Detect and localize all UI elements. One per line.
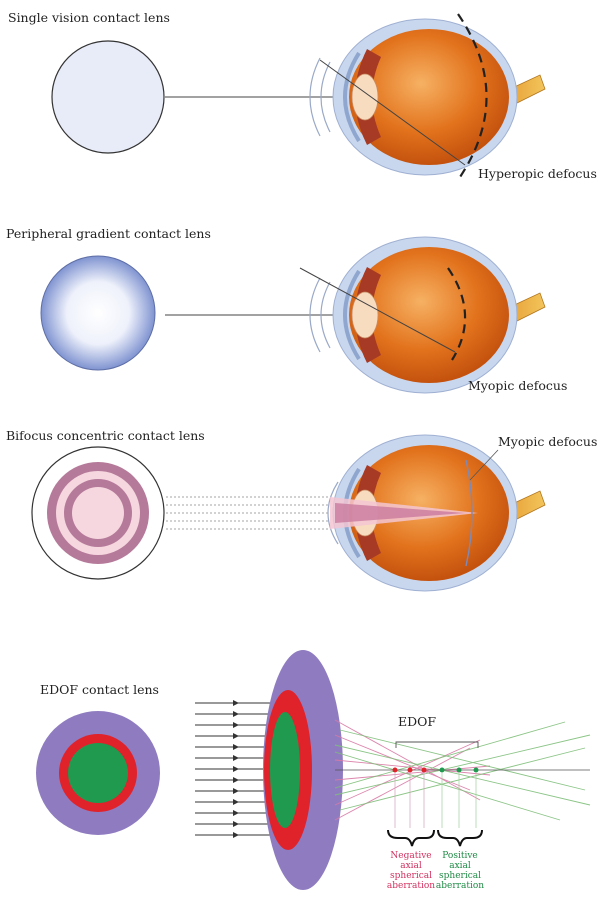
svg-text:aberration: aberration: [387, 881, 435, 891]
negative-brace: [388, 830, 434, 846]
parallel-rays: [166, 497, 330, 529]
lens-center: [72, 487, 124, 539]
panel-title-peripheral-gradient: Peripheral gradient contact lens: [6, 226, 211, 241]
edof-lens-green: [68, 743, 128, 803]
svg-text:Negative: Negative: [390, 851, 431, 861]
edof-lens-side-green: [270, 712, 300, 828]
svg-text:spherical: spherical: [390, 871, 432, 881]
positive-brace: [438, 830, 482, 846]
eye-illustration: [333, 19, 545, 175]
svg-text:axial: axial: [449, 861, 471, 871]
myopic-defocus-label: Myopic defocus: [468, 378, 567, 393]
hyperopic-defocus-label: Hyperopic defocus: [478, 166, 597, 181]
panel-title-bifocus: Bifocus concentric contact lens: [6, 428, 205, 443]
panel-bifocus-concentric: Bifocus concentric contact lens Myopic d…: [6, 428, 597, 591]
panel-title-single-vision: Single vision contact lens: [8, 10, 170, 25]
myopic-defocus-label-2: Myopic defocus: [498, 434, 597, 449]
svg-text:spherical: spherical: [439, 871, 481, 881]
panel-peripheral-gradient: Peripheral gradient contact lens Myopic …: [6, 226, 567, 393]
ray-arrowheads: [233, 700, 239, 838]
negative-aberration-label: Negative axial spherical aberration: [387, 851, 435, 891]
exit-rays-positive: [335, 722, 590, 820]
single-vision-lens: [52, 41, 164, 153]
peripheral-gradient-lens: [41, 256, 155, 370]
panel-single-vision: Single vision contact lens Hyperopic def…: [8, 10, 597, 181]
eye-illustration: [333, 237, 545, 393]
svg-text:Positive: Positive: [442, 851, 478, 861]
positive-aberration-label: Positive axial spherical aberration: [436, 851, 484, 891]
svg-text:axial: axial: [400, 861, 422, 871]
panel-title-edof: EDOF contact lens: [40, 682, 159, 697]
svg-text:aberration: aberration: [436, 881, 484, 891]
panel-edof: EDOF contact lens: [36, 650, 590, 891]
edof-label: EDOF: [398, 714, 436, 729]
